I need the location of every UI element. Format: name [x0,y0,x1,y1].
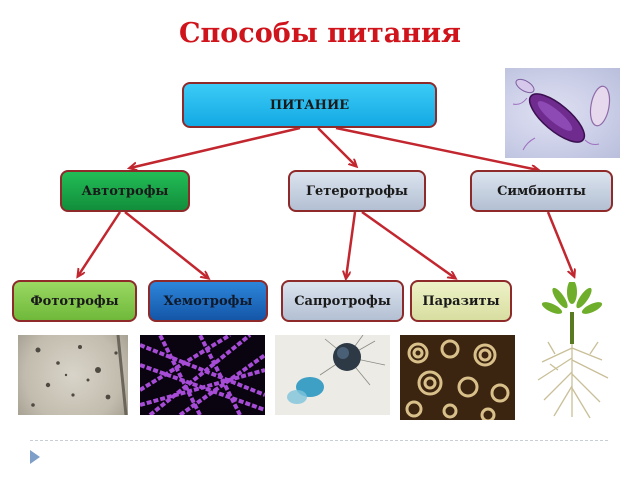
arrow-root-heterotrophs [317,127,356,166]
parasite-worms-photo [400,335,515,420]
page-title: Способы питания [179,18,461,49]
node-saprotrophs: Сапротрофы [281,280,404,322]
node-phototrophs: Фототрофы [12,280,137,322]
arrow-heterotrophs-saprotrophs [346,211,357,278]
chemotroph-filaments-photo [140,335,265,415]
arrow-symbionts-plant [546,211,574,276]
node-chemotrophs: Хемотрофы [148,280,268,322]
arrow-root-autotrophs [130,126,301,168]
phototroph-micro-photo [18,335,128,415]
footer-divider [30,440,608,441]
node-heterotrophs: Гетеротрофы [288,170,426,212]
mold-photo [275,335,390,415]
arrow-heterotrophs-parasites [361,210,455,278]
node-autotrophs: Автотрофы [60,170,190,212]
node-parasites: Паразиты [410,280,512,322]
arrow-autotrophs-chemotrophs [124,211,208,278]
node-root: ПИТАНИЕ [182,82,437,128]
node-symbionts: Симбионты [470,170,613,212]
slide-bullet-icon [30,450,40,464]
arrow-root-symbionts [335,126,538,170]
bacteria-photo [505,68,620,158]
arrow-autotrophs-phototrophs [78,211,122,276]
plant-roots-photo [530,282,615,422]
